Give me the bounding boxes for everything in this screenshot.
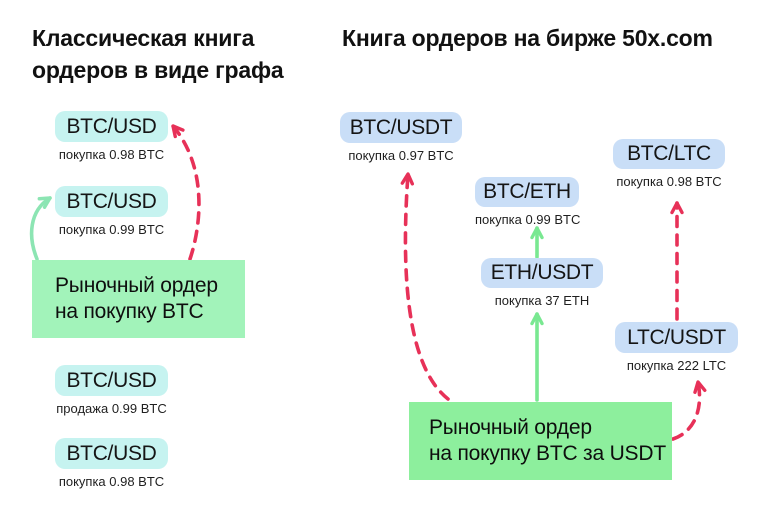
pair-label: BTC/USD [55,111,168,142]
pair-label: BTC/USD [55,365,168,396]
market-order-line1: Рыночный ордер [55,274,218,297]
market-order-box-left: Рыночный ордер на покупку BTC [32,260,245,338]
node-btcusd-buy-098-bottom: BTC/USD покупка 0.98 BTC [55,438,168,489]
order-note: покупка 0.99 BTC [58,222,165,237]
order-note: покупка 222 LTC [626,358,727,373]
pair-label: LTC/USDT [615,322,738,353]
pair-label: BTC/USD [55,186,168,217]
arrow-market-to-btcusd-098-dashed [171,124,201,261]
node-btcusd-buy-099: BTC/USD покупка 0.99 BTC [55,186,168,237]
order-note: покупка 0.98 BTC [58,474,165,489]
market-order-box-right: Рыночный ордер на покупку BTC за USDT [409,402,672,480]
pair-label: BTC/LTC [613,139,725,169]
node-ethusdt: ETH/USDT покупка 37 ETH [481,258,603,308]
market-order-line2: на покупку BTC за USDT [429,442,666,465]
arrow-market-to-ltcusdt-dashed [671,380,707,441]
order-note: продажа 0.99 BTC [56,401,167,416]
arrow-market-to-btcusdt-dashed [400,172,450,401]
node-btcusdt: BTC/USDT покупка 0.97 BTC [340,112,462,163]
node-btcltc: BTC/LTC покупка 0.98 BTC [613,139,725,189]
pair-label: BTC/USD [55,438,168,469]
node-btcusd-buy-098-top: BTC/USD покупка 0.98 BTC [55,111,168,162]
node-ltcusdt: LTC/USDT покупка 222 LTC [615,322,738,373]
node-btceth: BTC/ETH покупка 0.99 BTC [475,177,581,227]
pair-label: BTC/USDT [340,112,462,143]
order-note: покупка 37 ETH [494,293,590,308]
order-note: покупка 0.98 BTC [616,174,722,189]
left-column-title: Классическая книга ордеров в виде графа [32,25,284,83]
right-column-title: Книга ордеров на бирже 50x.com [342,25,713,51]
market-order-line1: Рыночный ордер [429,416,592,439]
market-order-line2: на покупку BTC [55,300,204,323]
order-note: покупка 0.97 BTC [348,148,454,163]
order-note: покупка 0.98 BTC [58,147,165,162]
order-note: покупка 0.99 BTC [475,212,581,227]
arrow-market-to-btcusd-099 [29,196,52,261]
pair-label: ETH/USDT [481,258,603,288]
pair-label: BTC/ETH [475,177,579,207]
node-btcusd-sell-099: BTC/USD продажа 0.99 BTC [55,365,168,416]
